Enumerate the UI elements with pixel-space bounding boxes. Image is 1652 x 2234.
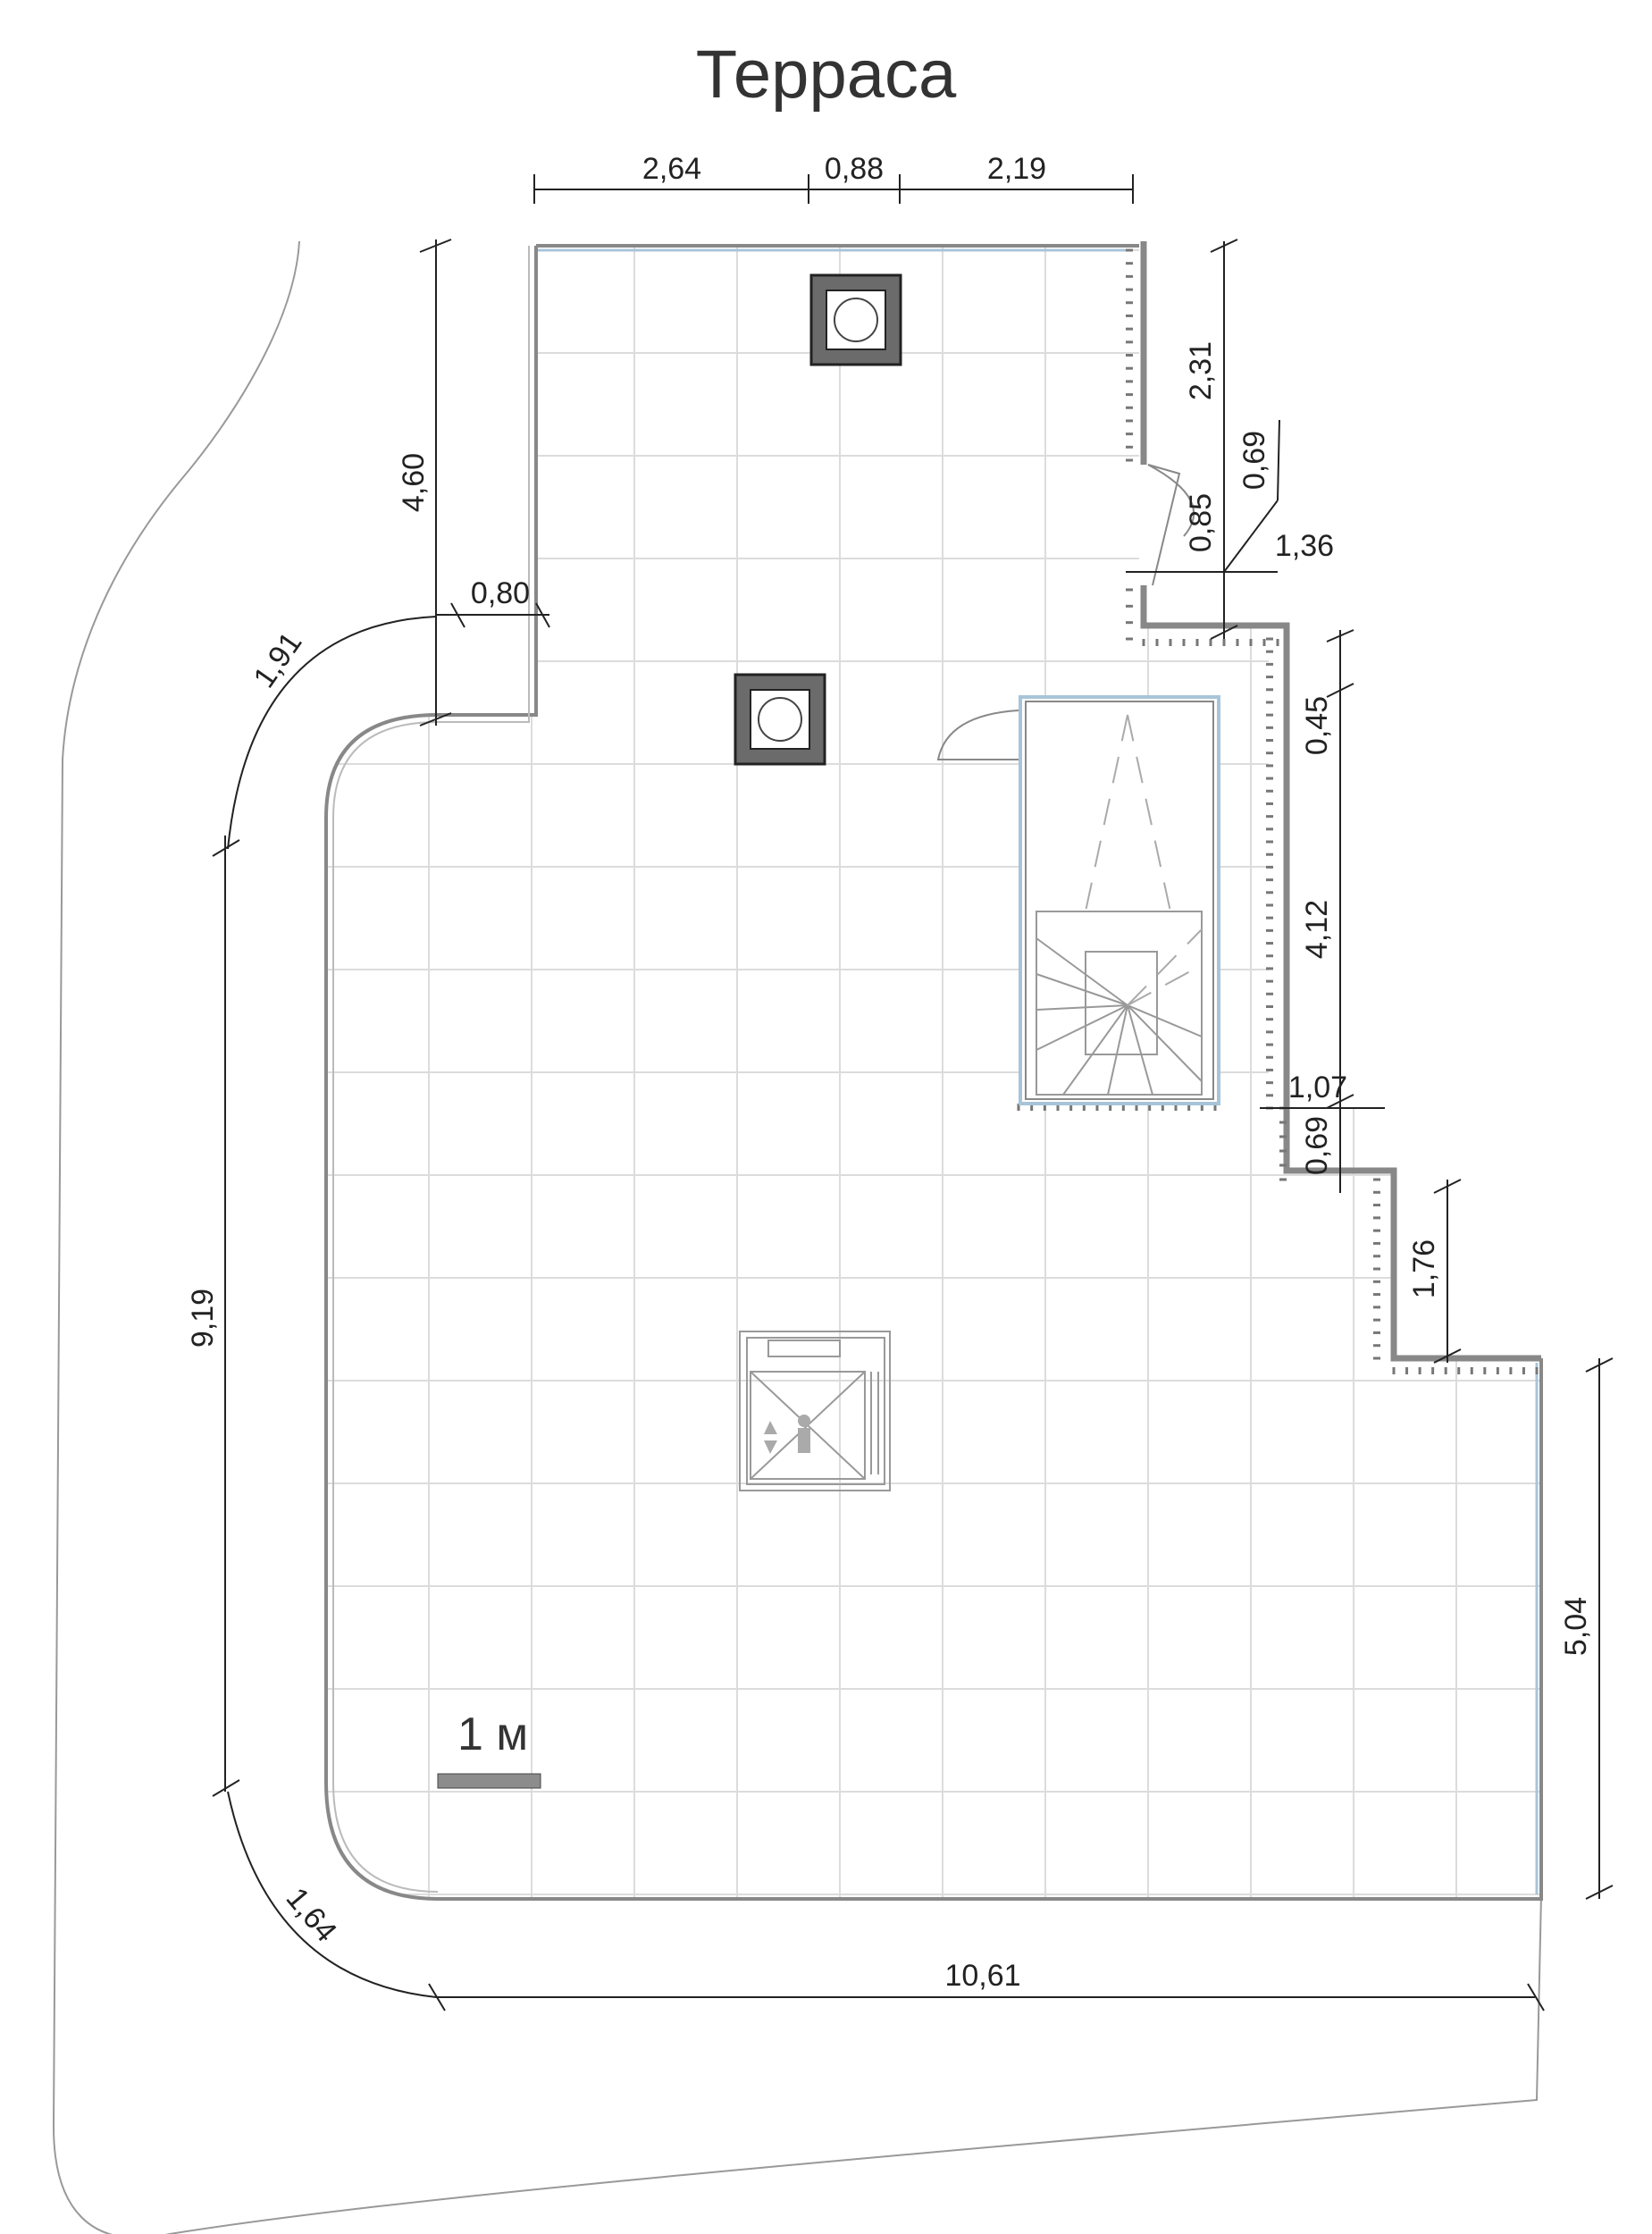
dim-right-upper: 2,31 xyxy=(1184,341,1218,400)
dim-arc-upper: 1,91 xyxy=(247,626,308,694)
door xyxy=(1147,464,1195,586)
dim-diag: 0,69 xyxy=(1237,431,1271,490)
column-lower xyxy=(734,673,826,766)
dim-top-c: 2,19 xyxy=(987,152,1046,186)
dim-left-main: 9,19 xyxy=(186,1289,220,1348)
dim-step-upper: 1,36 xyxy=(1275,529,1334,563)
dim-arc-lower: 1,64 xyxy=(280,1881,344,1948)
dim-left-notch: 0,80 xyxy=(471,576,530,610)
page-title: Терраса xyxy=(695,37,957,113)
dim-left-upper: 4,60 xyxy=(397,453,431,512)
dim-right-lower-a: 1,76 xyxy=(1407,1239,1441,1298)
glazing xyxy=(538,248,1539,1894)
scale-bar: 1 м xyxy=(437,1709,541,1789)
dim-top-a: 2,64 xyxy=(642,152,701,186)
scale-label: 1 м xyxy=(457,1709,528,1760)
dim-step-mid: 1,07 xyxy=(1288,1071,1347,1104)
dim-right-mid-a: 0,45 xyxy=(1300,696,1334,755)
dim-right-mid-b: 4,12 xyxy=(1300,900,1334,959)
site-boundary xyxy=(52,240,1542,2234)
stepped-wall xyxy=(1140,241,1541,1362)
column-upper xyxy=(809,273,902,366)
dim-right-lower-b: 5,04 xyxy=(1559,1597,1593,1656)
dim-top-b: 0,88 xyxy=(825,152,884,186)
terrace-floor xyxy=(326,246,1541,1899)
dim-step-mid-h: 0,69 xyxy=(1300,1116,1334,1175)
terrace-outline xyxy=(324,244,1543,1901)
stair-block xyxy=(936,695,1220,1105)
elevator xyxy=(739,1331,891,1491)
dimension-lines xyxy=(212,174,1614,2011)
dim-door: 0,85 xyxy=(1184,493,1218,552)
dim-bottom: 10,61 xyxy=(944,1959,1020,1993)
